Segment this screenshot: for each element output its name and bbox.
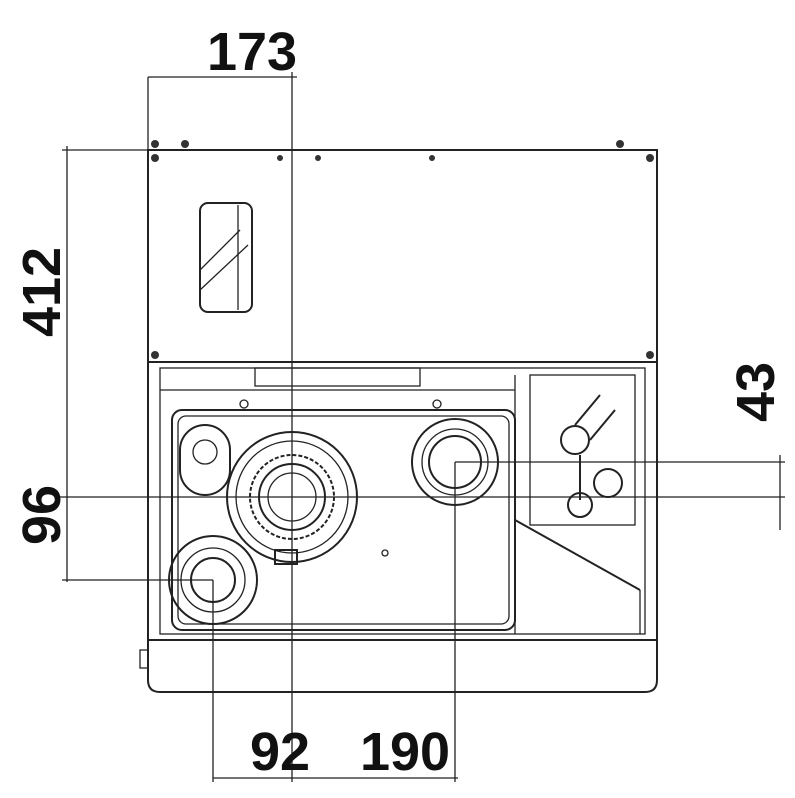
dim-96: 96 — [12, 485, 72, 545]
inspection-window — [199, 202, 253, 313]
lower-body — [139, 361, 658, 693]
dim-92: 92 — [250, 722, 310, 782]
dim-43: 43 — [726, 362, 786, 422]
dim-412: 412 — [12, 247, 72, 337]
upper-casing — [147, 140, 658, 363]
dim-190: 190 — [360, 722, 450, 782]
dim-173: 173 — [207, 22, 297, 82]
base — [147, 639, 658, 693]
small-connection — [179, 424, 231, 496]
dimension-lines — [58, 72, 785, 782]
